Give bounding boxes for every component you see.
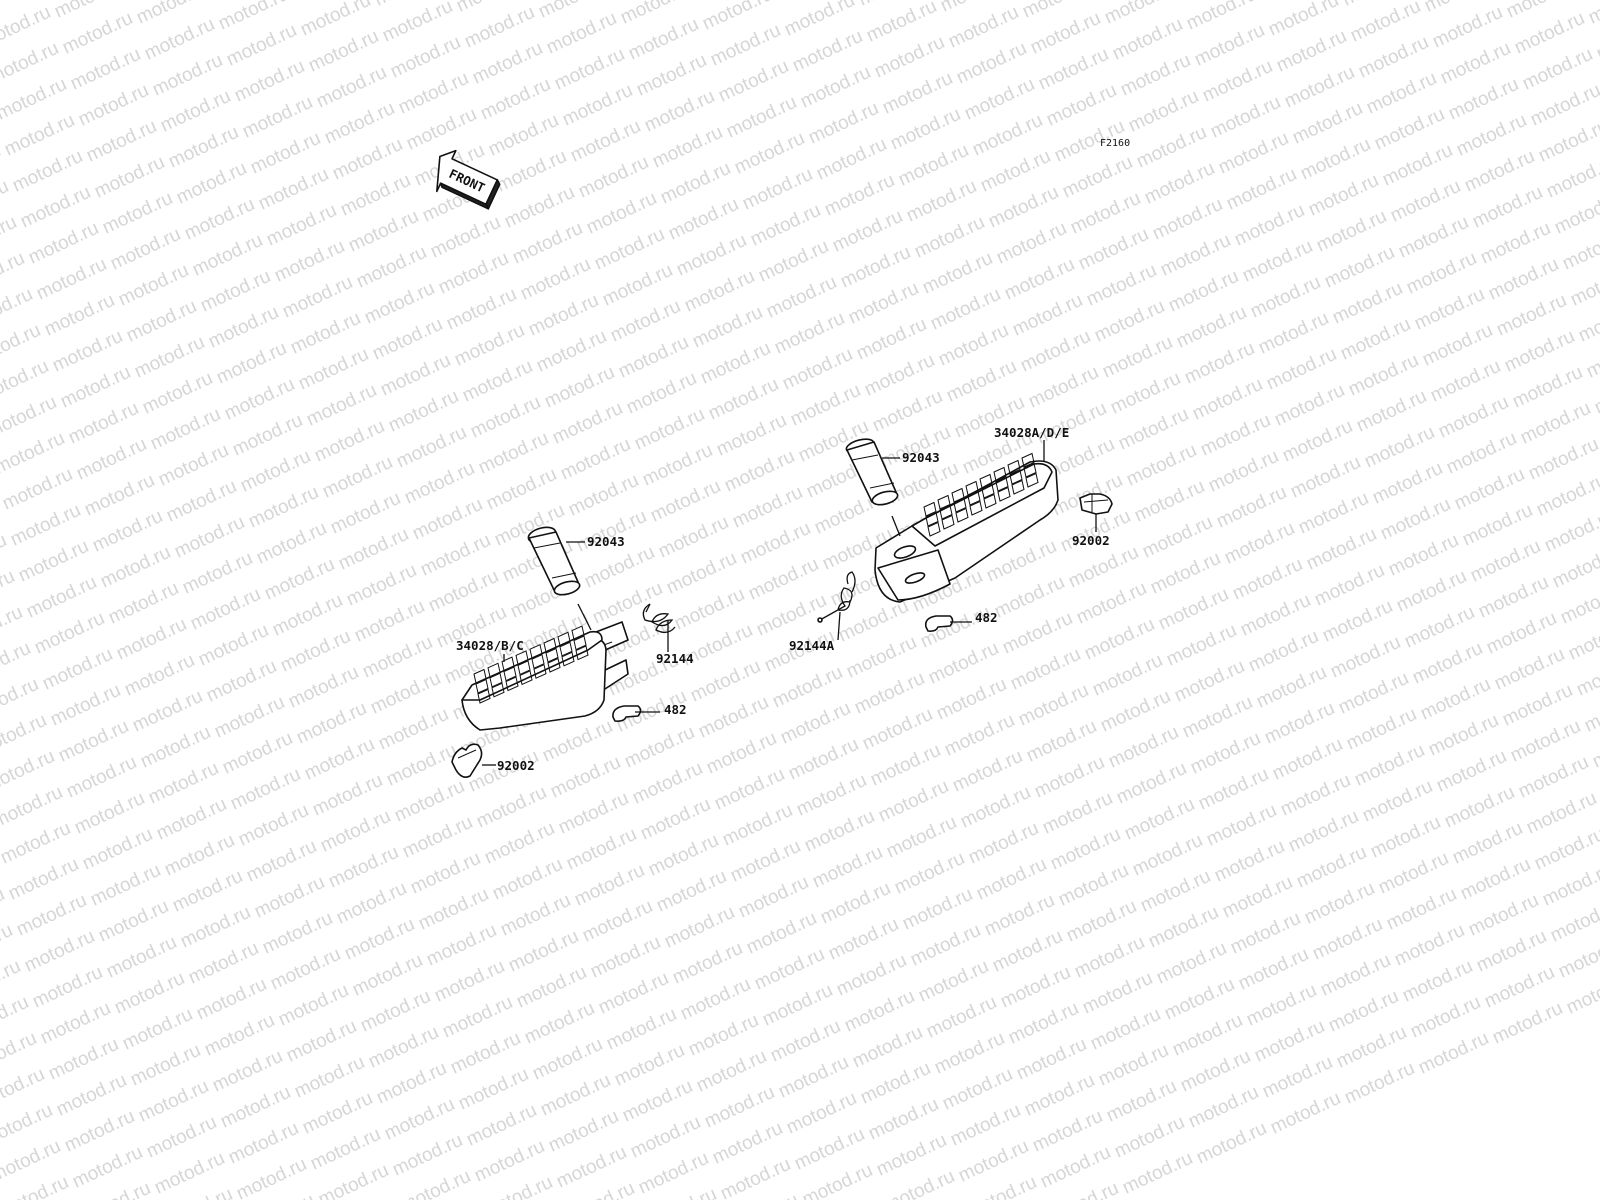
- left-footpeg-assembly: 92043 34028/B/C 92144 482 92002: [451, 526, 694, 778]
- callout-right-rubber: 92002: [1072, 533, 1110, 548]
- callout-left-pin: 92043: [587, 534, 625, 549]
- right-rubber-stopper: [1079, 493, 1113, 515]
- right-spring: [817, 571, 856, 623]
- left-spring: [642, 603, 676, 634]
- right-footpeg: [874, 452, 1059, 603]
- right-clip: [924, 615, 954, 632]
- callout-left-rubber: 92002: [497, 758, 535, 773]
- left-pin: [527, 526, 581, 596]
- drawing-code: F2160: [1100, 138, 1130, 149]
- callout-left-spring: 92144: [656, 651, 694, 666]
- right-footpeg-assembly: 92043 34028A/D/E 92002 482 92144A: [789, 425, 1113, 653]
- callout-right-clip: 482: [975, 610, 998, 625]
- callout-left-peg: 34028/B/C: [456, 638, 524, 653]
- front-arrow-icon: FRONT: [436, 149, 501, 210]
- left-rubber-stopper: [451, 743, 483, 778]
- callout-right-spring: 92144A: [789, 638, 835, 653]
- callout-right-pin: 92043: [902, 450, 940, 465]
- callout-right-peg: 34028A/D/E: [994, 425, 1069, 440]
- callout-left-clip: 482: [664, 702, 687, 717]
- left-clip: [612, 705, 642, 722]
- right-pin: [845, 438, 899, 506]
